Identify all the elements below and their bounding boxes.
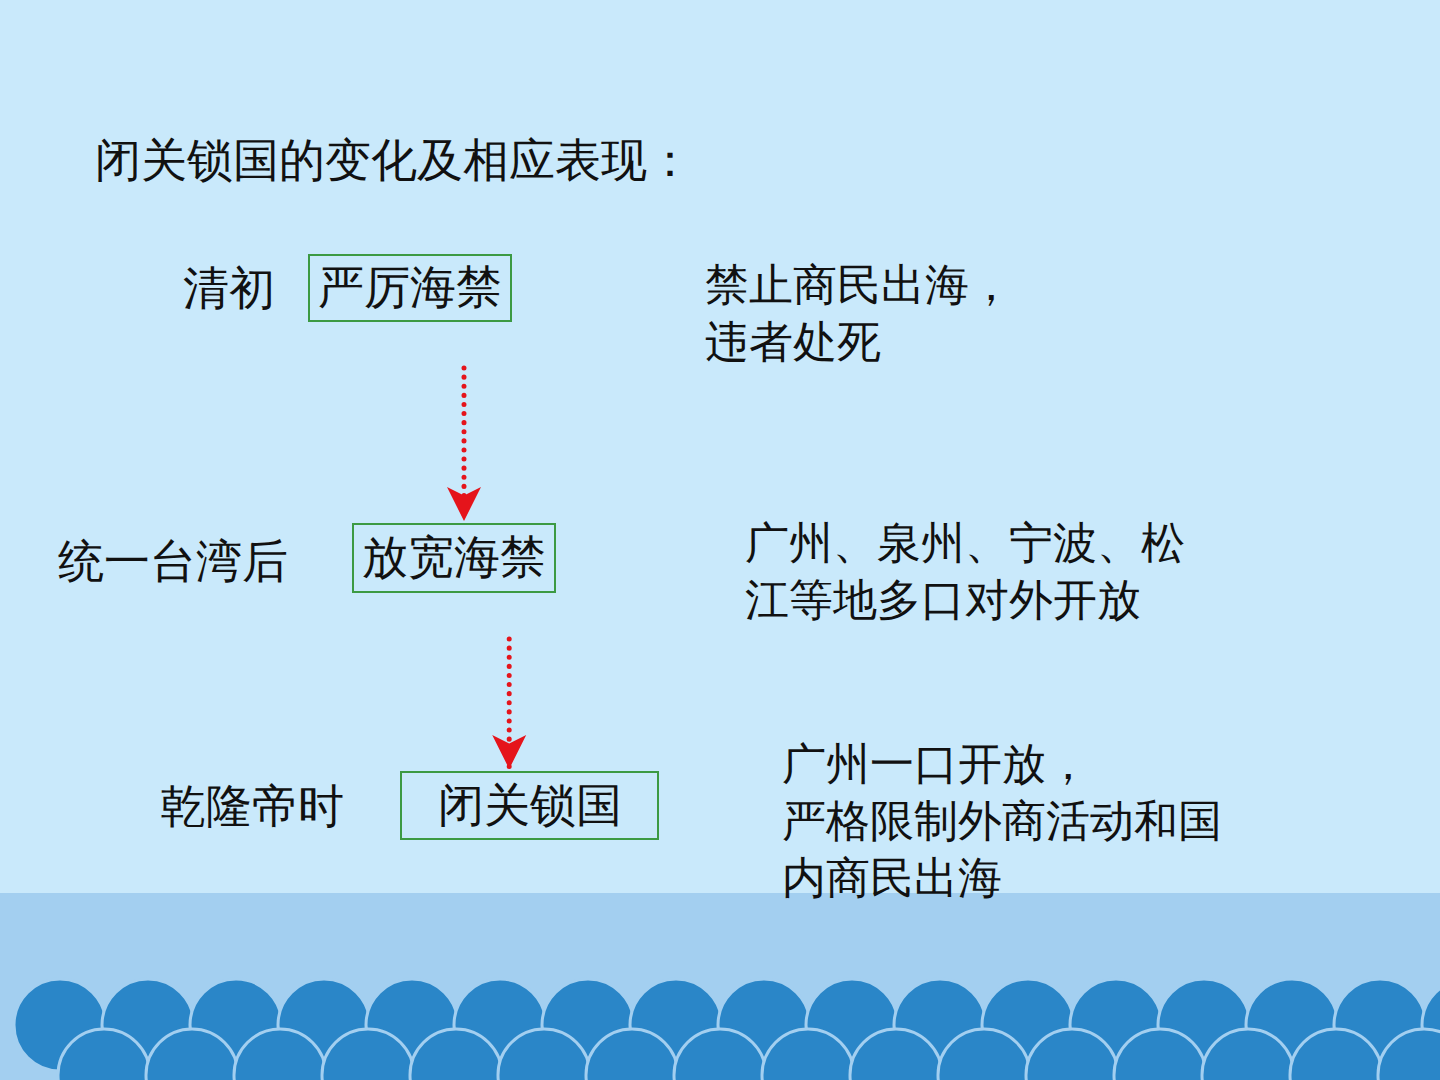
period-label: 清初 — [183, 259, 275, 319]
policy-box: 严厉海禁 — [308, 254, 512, 322]
wave-circle — [410, 1029, 502, 1080]
policy-box: 闭关锁国 — [400, 771, 659, 840]
wave-circle — [498, 1029, 590, 1080]
box-text: 闭关锁国 — [438, 778, 622, 833]
wave-circle — [1202, 1029, 1294, 1080]
wave-decoration — [14, 979, 1440, 1080]
wave-circle — [850, 1029, 942, 1080]
period-label: 统一台湾后 — [58, 532, 288, 592]
policy-note: 广州一口开放， 严格限制外商活动和国 内商民出海 — [782, 735, 1422, 907]
flow-arrow — [462, 368, 467, 521]
slide-title: 闭关锁国的变化及相应表现： — [95, 132, 693, 190]
wave-circle — [1290, 1029, 1382, 1080]
policy-box: 放宽海禁 — [352, 523, 556, 593]
wave-circle — [674, 1029, 766, 1080]
wave-circle — [1026, 1029, 1118, 1080]
wave-circle — [762, 1029, 854, 1080]
period-label: 乾隆帝时 — [160, 777, 344, 837]
policy-note: 广州、泉州、宁波、松 江等地多口对外开放 — [745, 514, 1385, 628]
wave-circle — [938, 1029, 1030, 1080]
policy-note: 禁止商民出海， 违者处死 — [705, 256, 1165, 370]
wave-circle — [234, 1029, 326, 1080]
box-text: 严厉海禁 — [318, 260, 502, 315]
wave-circle — [586, 1029, 678, 1080]
wave-circle — [146, 1029, 238, 1080]
wave-circle — [322, 1029, 414, 1080]
box-text: 放宽海禁 — [362, 530, 546, 585]
wave-circle — [1378, 1029, 1440, 1080]
flow-arrow — [507, 639, 512, 769]
wave-circle — [1114, 1029, 1206, 1080]
wave-circle — [58, 1029, 150, 1080]
